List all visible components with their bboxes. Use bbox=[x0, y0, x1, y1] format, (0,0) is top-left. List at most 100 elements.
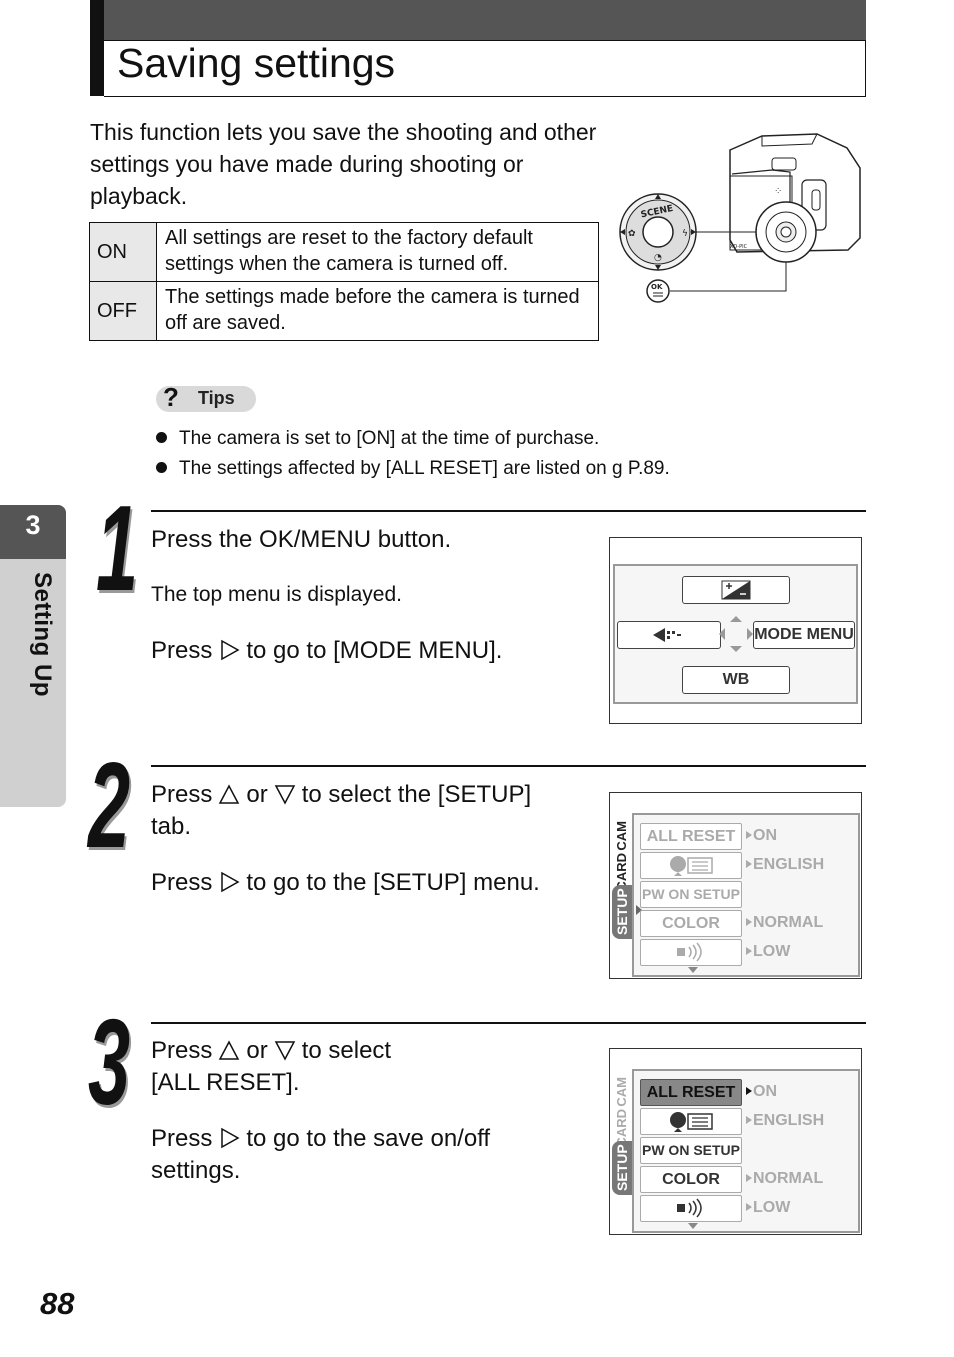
top-menu-screen: MODE MENU WB bbox=[609, 537, 862, 724]
step-instruction: [ALL RESET]. bbox=[151, 1069, 300, 1096]
table-row: ON All settings are reset to the factory… bbox=[89, 222, 599, 282]
camera-illustration: ⁘ XD-PIC SCENE ✿ ϟ ◔ OK bbox=[619, 133, 861, 303]
arrow-icon bbox=[746, 918, 752, 926]
arrow-icon bbox=[746, 1116, 752, 1124]
step-divider bbox=[151, 510, 866, 512]
direction-arrows-icon bbox=[719, 616, 753, 652]
value-low: LOW bbox=[746, 1195, 790, 1220]
exposure-comp-icon bbox=[721, 580, 751, 600]
setup-menu-screen: CAM CARD SETUP ALL RESET PW ON SETUP COL… bbox=[609, 792, 862, 979]
up-arrow-icon bbox=[219, 784, 240, 804]
arrow-icon bbox=[746, 947, 752, 955]
arrow-icon bbox=[746, 831, 752, 839]
scroll-down-icon bbox=[688, 967, 698, 973]
tab-cam[interactable]: CAM bbox=[614, 821, 629, 851]
svg-text:ϟ: ϟ bbox=[682, 229, 688, 239]
arrow-icon bbox=[746, 1174, 752, 1182]
setup-menu-screen-selected: CAM CARD SETUP ALL RESET PW ON SETUP COL… bbox=[609, 1048, 862, 1235]
tab-setup[interactable]: SETUP bbox=[612, 885, 632, 939]
arrow-icon bbox=[746, 1203, 752, 1211]
menu-item-volume[interactable] bbox=[640, 939, 742, 966]
setting-desc: The settings made before the camera is t… bbox=[156, 281, 599, 341]
language-icon bbox=[670, 856, 713, 876]
svg-text:◔: ◔ bbox=[654, 253, 662, 263]
value-normal: NORMAL bbox=[746, 910, 823, 935]
step-number: 2 bbox=[88, 737, 130, 873]
settings-table: ON All settings are reset to the factory… bbox=[89, 222, 599, 341]
wb-button[interactable]: WB bbox=[682, 666, 790, 694]
tab-cam[interactable]: CAM bbox=[614, 1077, 629, 1107]
tip-item: The camera is set to [ON] at the time of… bbox=[156, 427, 599, 451]
right-arrow-icon bbox=[221, 1127, 240, 1149]
bullet-icon bbox=[156, 462, 167, 473]
value-low: LOW bbox=[746, 939, 790, 964]
svg-text:⁘: ⁘ bbox=[774, 186, 782, 197]
bullet-icon bbox=[156, 432, 167, 443]
tips-badge bbox=[156, 386, 256, 412]
setting-key: OFF bbox=[89, 281, 157, 341]
step-instruction: Press the OK/MENU button. bbox=[151, 526, 452, 553]
mode-menu-button[interactable]: MODE MENU bbox=[753, 621, 855, 649]
page-number: 88 bbox=[40, 1286, 75, 1321]
menu-item-all-reset-selected[interactable]: ALL RESET bbox=[640, 1079, 742, 1106]
step-number: 3 bbox=[88, 994, 130, 1130]
menu-item-color[interactable]: COLOR bbox=[640, 1166, 742, 1193]
language-icon bbox=[670, 1112, 713, 1132]
menu-item-pw-on-setup[interactable]: PW ON SETUP bbox=[640, 1137, 742, 1164]
step-note: The top menu is displayed. bbox=[151, 583, 402, 606]
quality-button[interactable] bbox=[617, 621, 721, 649]
step-divider bbox=[151, 1022, 866, 1024]
chapter-number: 3 bbox=[25, 510, 41, 540]
right-arrow-icon bbox=[221, 871, 240, 893]
table-row: OFF The settings made before the camera … bbox=[89, 281, 599, 341]
svg-text:✿: ✿ bbox=[628, 229, 636, 239]
menu-item-language[interactable] bbox=[640, 852, 742, 879]
value-english: ENGLISH bbox=[746, 852, 824, 877]
exposure-comp-button[interactable] bbox=[682, 576, 790, 604]
page-title: Saving settings bbox=[117, 40, 396, 86]
menu-item-all-reset[interactable]: ALL RESET bbox=[640, 823, 742, 850]
header-accent bbox=[90, 0, 104, 96]
up-arrow-icon bbox=[219, 1040, 240, 1060]
chapter-number-box bbox=[0, 505, 66, 559]
speaker-icon bbox=[677, 942, 702, 962]
value-on: ON bbox=[746, 823, 777, 848]
setting-desc: All settings are reset to the factory de… bbox=[156, 222, 599, 282]
down-arrow-icon bbox=[274, 1041, 295, 1061]
setting-key: ON bbox=[89, 222, 157, 282]
tip-item: The settings affected by [ALL RESET] are… bbox=[156, 457, 670, 481]
speaker-icon bbox=[677, 1198, 702, 1218]
down-arrow-icon bbox=[274, 785, 295, 805]
tab-setup[interactable]: SETUP bbox=[612, 1141, 632, 1195]
value-normal: NORMAL bbox=[746, 1166, 823, 1191]
svg-text:XD-PIC: XD-PIC bbox=[730, 244, 748, 250]
lcd-area: MODE MENU WB bbox=[613, 564, 858, 704]
ok-label: OK bbox=[651, 283, 663, 291]
step-instruction: tab. bbox=[151, 813, 192, 840]
value-english: ENGLISH bbox=[746, 1108, 824, 1133]
step-divider bbox=[151, 765, 866, 767]
value-on: ON bbox=[753, 1083, 777, 1100]
tips-label: Tips bbox=[198, 388, 235, 408]
right-arrow-icon bbox=[221, 639, 240, 661]
header-bar bbox=[90, 0, 866, 40]
menu-item-pw-on-setup[interactable]: PW ON SETUP bbox=[640, 881, 742, 908]
menu-item-color[interactable]: COLOR bbox=[640, 910, 742, 937]
question-icon: ? bbox=[163, 382, 179, 412]
tab-pointer-icon bbox=[636, 905, 642, 915]
chapter-label: Setting Up bbox=[29, 572, 56, 697]
scroll-down-icon bbox=[688, 1223, 698, 1229]
step-instruction: settings. bbox=[151, 1157, 241, 1184]
quality-icon bbox=[653, 628, 681, 642]
menu-item-language[interactable] bbox=[640, 1108, 742, 1135]
step-number: 1 bbox=[96, 480, 138, 616]
menu-item-volume[interactable] bbox=[640, 1195, 742, 1222]
arrow-icon bbox=[746, 860, 752, 868]
intro-text: This function lets you save the shooting… bbox=[90, 119, 597, 209]
selected-arrow-icon bbox=[746, 1087, 752, 1095]
